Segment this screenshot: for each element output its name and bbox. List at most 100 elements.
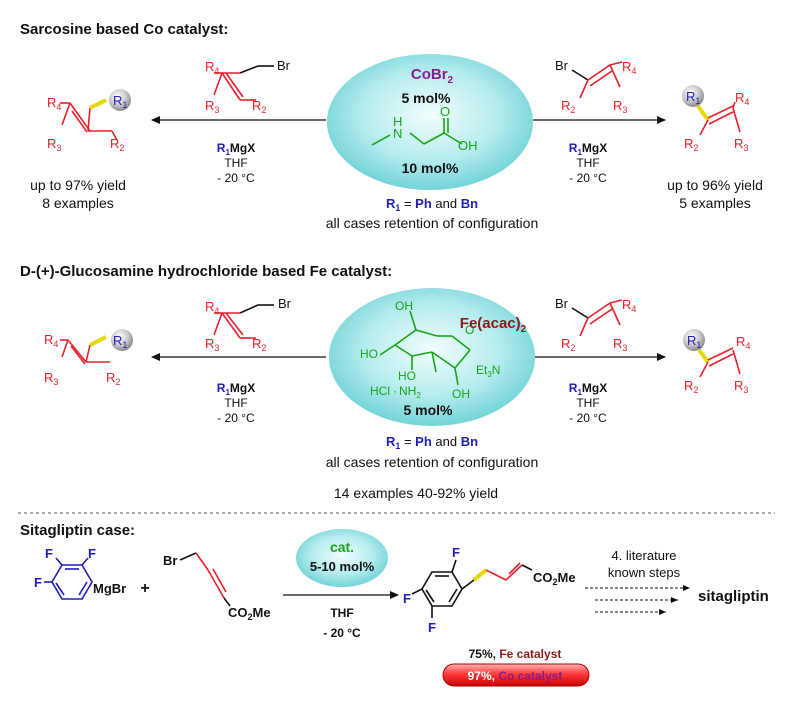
r1-ball-icon bbox=[683, 329, 705, 351]
svg-text:THF: THF bbox=[224, 396, 247, 410]
br-label: Br bbox=[277, 58, 291, 73]
sita-cat-loading: 5-10 mol% bbox=[310, 559, 375, 574]
co-metal-loading: 5 mol% bbox=[401, 90, 451, 106]
steps-line1: 4. literature bbox=[611, 548, 676, 563]
r1-label: R1 bbox=[687, 333, 701, 350]
sub-label: R2 bbox=[684, 378, 698, 395]
svg-text:R1MgX: R1MgX bbox=[569, 381, 607, 397]
sub-label: R4 bbox=[47, 95, 61, 112]
sub-label: R3 bbox=[44, 370, 58, 387]
svg-text:THF: THF bbox=[224, 156, 247, 170]
svg-text:MgBr: MgBr bbox=[93, 581, 126, 596]
sub-label: R2 bbox=[110, 136, 124, 153]
sita-temp: - 20 °C bbox=[323, 626, 361, 640]
svg-text:Et3N: Et3N bbox=[476, 363, 500, 379]
svg-text:HO: HO bbox=[398, 369, 416, 383]
r1-label: R1 bbox=[686, 89, 700, 106]
r1-ball-icon bbox=[111, 329, 133, 351]
svg-text:OH: OH bbox=[458, 138, 478, 153]
fe-right-conditions: R1MgX THF - 20 °C bbox=[569, 381, 607, 425]
svg-text:R1MgX: R1MgX bbox=[217, 141, 255, 157]
co-left-examples: 8 examples bbox=[42, 195, 114, 211]
svg-text:N: N bbox=[393, 126, 402, 141]
svg-text:OH: OH bbox=[395, 299, 413, 313]
fe-summary: 14 examples 40-92% yield bbox=[334, 485, 498, 501]
sub-label: R2 bbox=[252, 336, 266, 353]
sub-label: R3 bbox=[205, 336, 219, 353]
sub-label: R3 bbox=[734, 378, 748, 395]
sub-label: R4 bbox=[622, 297, 636, 314]
sub-label: R4 bbox=[622, 59, 636, 76]
sub-label: R3 bbox=[734, 136, 748, 153]
section-title-fe: D-(+)-Glucosamine hydrochloride based Fe… bbox=[20, 263, 392, 280]
br-label: Br bbox=[555, 296, 569, 311]
svg-text:- 20 °C: - 20 °C bbox=[217, 411, 255, 425]
co-right-conditions: R1MgX THF - 20 °C bbox=[569, 141, 607, 185]
svg-text:F: F bbox=[403, 591, 411, 606]
sub-label: R2 bbox=[561, 336, 575, 353]
r1-label: R1 bbox=[113, 93, 127, 110]
co-right-examples: 5 examples bbox=[679, 195, 751, 211]
svg-text:HCl·NH2: HCl·NH2 bbox=[370, 384, 421, 400]
co-metal-salt: CoBr2 bbox=[411, 66, 454, 86]
co-ligand-loading: 10 mol% bbox=[402, 160, 459, 176]
fe-left-reagent: R4 R3 R2 Br bbox=[205, 296, 292, 353]
svg-text:- 20 °C: - 20 °C bbox=[217, 171, 255, 185]
sub-label: R2 bbox=[252, 98, 266, 115]
svg-text:- 20 °C: - 20 °C bbox=[569, 171, 607, 185]
sub-label: R4 bbox=[205, 299, 219, 316]
yield-fe: 75%, Fe catalyst bbox=[469, 647, 562, 661]
steps-line2: known steps bbox=[608, 565, 681, 580]
co-left-product: R4 R3 R2 R1 bbox=[47, 89, 131, 153]
br-label: Br bbox=[555, 58, 569, 73]
co-right-product: R1 R4 R2 R3 bbox=[682, 85, 749, 153]
svg-text:THF: THF bbox=[576, 396, 599, 410]
svg-text:F: F bbox=[452, 545, 460, 560]
allyl-bromide-ester: Br CO2Me bbox=[163, 552, 271, 622]
sub-label: R3 bbox=[613, 98, 627, 115]
fe-right-reagent: Br R4 R2 R3 bbox=[555, 296, 636, 353]
svg-text:F: F bbox=[88, 546, 96, 561]
svg-text:H: H bbox=[393, 114, 402, 129]
fe-left-conditions: R1MgX THF - 20 °C bbox=[217, 381, 255, 425]
svg-text:O: O bbox=[440, 104, 450, 119]
sub-label: R4 bbox=[735, 90, 749, 107]
fe-catalyst-ellipse bbox=[329, 288, 535, 426]
fe-left-product: R4 R3 R2 R1 bbox=[44, 329, 133, 387]
sub-label: R2 bbox=[106, 370, 120, 387]
sub-label: R4 bbox=[205, 59, 219, 76]
sita-catalyst-ellipse bbox=[296, 529, 388, 587]
svg-text:F: F bbox=[428, 620, 436, 635]
co-left-conditions: R1MgX THF - 20 °C bbox=[217, 141, 255, 185]
sub-label: R2 bbox=[561, 98, 575, 115]
section-title-co: Sarcosine based Co catalyst: bbox=[20, 21, 228, 38]
svg-text:O: O bbox=[465, 323, 474, 337]
fe-right-product: R1 R4 R2 R3 bbox=[683, 329, 750, 395]
sub-label: R3 bbox=[613, 336, 627, 353]
plus-sign: + bbox=[140, 580, 149, 597]
sita-solvent: THF bbox=[330, 606, 353, 620]
co-r1-definition: R1 = Ph and Bn bbox=[386, 196, 478, 213]
co-catalyst-ellipse bbox=[327, 54, 533, 190]
yield-co-pill bbox=[442, 663, 590, 687]
sita-coupled-product: F F F CO2Me bbox=[403, 545, 576, 635]
r1-ball-icon bbox=[682, 85, 704, 107]
sarcosine-structure: N H O OH bbox=[371, 104, 478, 153]
svg-text:CO2Me: CO2Me bbox=[228, 605, 271, 622]
r1-ball-icon bbox=[109, 89, 131, 111]
co-retention: all cases retention of configuration bbox=[326, 215, 538, 231]
svg-text:THF: THF bbox=[576, 156, 599, 170]
sub-label: R4 bbox=[736, 334, 750, 351]
svg-text:F: F bbox=[34, 575, 42, 590]
fe-loading: 5 mol% bbox=[403, 402, 453, 418]
yield-co: 97%, Co catalyst bbox=[468, 669, 563, 683]
aryl-grignard: F F F MgBr bbox=[34, 546, 126, 600]
svg-text:HO: HO bbox=[360, 347, 378, 361]
co-left-reagent: R4 R3 R2 Br bbox=[205, 58, 291, 115]
fe-metal-salt: Fe(acac)2 bbox=[460, 315, 527, 335]
svg-text:R1MgX: R1MgX bbox=[569, 141, 607, 157]
sub-label: R3 bbox=[205, 98, 219, 115]
sub-label: R2 bbox=[684, 136, 698, 153]
sitagliptin-label: sitagliptin bbox=[698, 588, 769, 605]
